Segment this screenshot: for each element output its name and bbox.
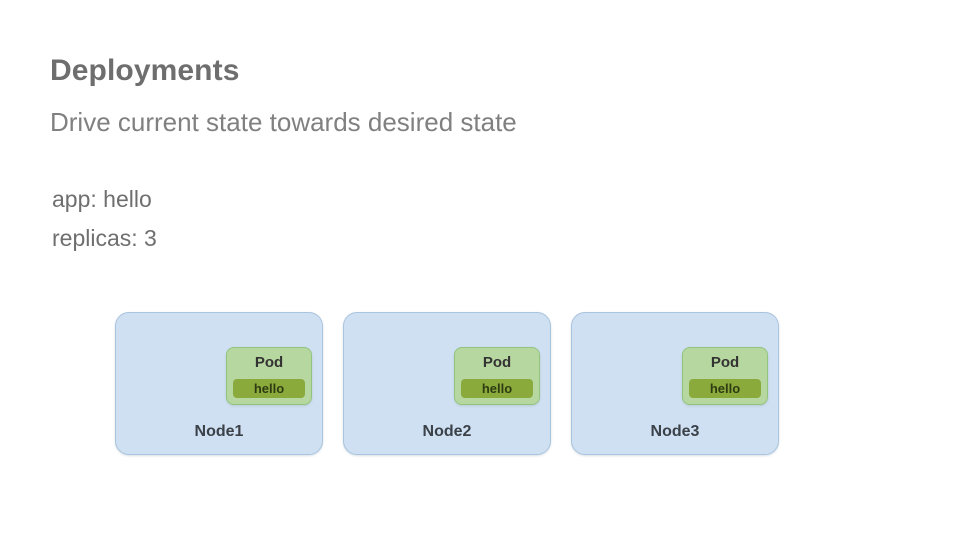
spec-replicas-line: replicas: 3 (52, 224, 157, 251)
pod-box-2: Pod hello (454, 347, 540, 405)
pod-box-3: Pod hello (682, 347, 768, 405)
container-chip-3: hello (689, 379, 761, 398)
node-card-1: Pod hello Node1 (115, 312, 323, 455)
node-card-3: Pod hello Node3 (571, 312, 779, 455)
node-label-1: Node1 (194, 423, 244, 440)
page-subtitle: Drive current state towards desired stat… (50, 107, 517, 137)
container-label-3: hello (709, 381, 741, 396)
pod-title-2: Pod (482, 354, 512, 371)
spec-app-line: app: hello (52, 186, 152, 212)
node-card-2: Pod hello Node2 (343, 312, 551, 455)
container-label-1: hello (253, 381, 285, 396)
container-chip-2: hello (461, 379, 533, 398)
page-title: Deployments (50, 54, 240, 87)
node-row: Pod hello Node1 Pod hello Node2 Pod hell… (115, 312, 779, 455)
pod-title-1: Pod (254, 354, 284, 371)
node-label-3: Node3 (650, 423, 700, 440)
container-chip-1: hello (233, 379, 305, 398)
pod-title-3: Pod (710, 354, 740, 371)
heading-block: Deployments Drive current state towards … (50, 54, 910, 137)
node-label-2: Node2 (422, 423, 472, 440)
container-label-2: hello (481, 381, 513, 396)
deployment-spec: app: hello replicas: 3 (52, 180, 157, 257)
pod-box-1: Pod hello (226, 347, 312, 405)
